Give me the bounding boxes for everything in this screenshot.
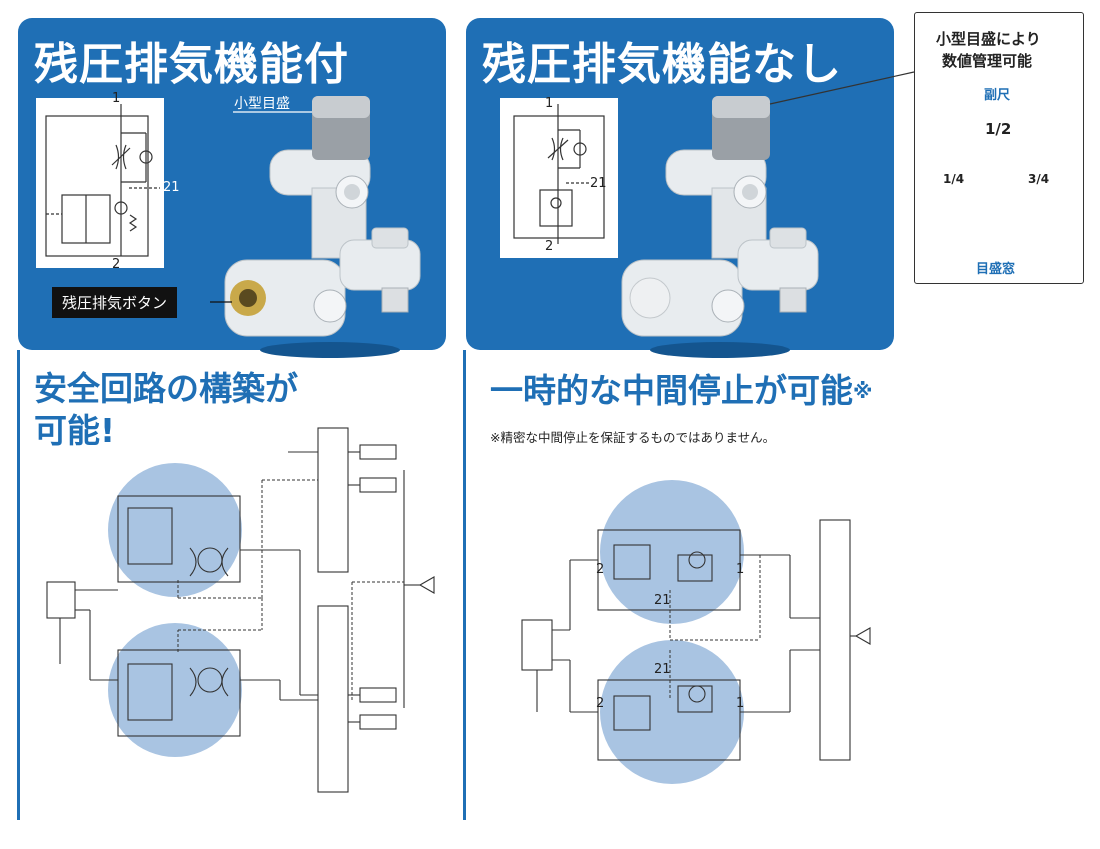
inset-pointer-line: [769, 71, 915, 105]
circuit-top-port-1: 1: [736, 562, 745, 577]
left-port-21: 21: [163, 180, 180, 195]
left-speed-controller-symbol: [45, 104, 160, 257]
circuit-bottom-port-21: 21: [654, 662, 671, 677]
right-product-illustration: [621, 96, 819, 358]
right-port-2: 2: [545, 239, 554, 254]
circuit-top-port-2: 2: [596, 562, 605, 577]
left-symbol-box: [36, 98, 164, 268]
right-feature-heading-text: 一時的な中間停止が可能: [490, 371, 853, 410]
inset-window-label: 目盛窓: [976, 262, 1016, 277]
left-safety-circuit: [46, 427, 435, 793]
right-feature-note: ※精密な中間停止を保証するものではありません。: [490, 430, 776, 445]
right-symbol-box: [500, 98, 618, 258]
circuit-bottom-port-2: 2: [596, 696, 605, 711]
inset-mark-three-quarter: 3/4: [1028, 172, 1050, 186]
left-feature-heading-1: 安全回路の構築が: [34, 369, 298, 408]
circuit-top-port-21: 21: [654, 593, 671, 608]
inset-mark-quarter: 1/4: [943, 172, 965, 186]
left-product-illustration: [224, 96, 421, 358]
inset-title-line2: 数値管理可能: [942, 52, 1033, 70]
inset-mark-zero: 0: [993, 209, 1003, 224]
right-mid-stop-circuit: [521, 480, 871, 784]
left-port-1: 1: [112, 91, 121, 106]
left-panel-title: 残圧排気機能付: [34, 39, 349, 90]
section-divider: [463, 350, 466, 820]
inset-title-line1: 小型目盛により: [936, 30, 1041, 48]
right-port-21: 21: [590, 176, 607, 191]
left-port-2: 2: [112, 257, 121, 272]
exhaust-button-label: 残圧排気ボタン: [52, 287, 178, 318]
right-feature-heading-mark: ※: [853, 379, 873, 403]
left-border-line: [17, 350, 20, 820]
right-panel-title: 残圧排気機能なし: [482, 39, 842, 90]
scale-callout-label: 小型目盛: [234, 96, 290, 112]
right-port-1: 1: [545, 96, 554, 111]
right-feature-heading: 一時的な中間停止が可能※: [490, 370, 872, 412]
right-speed-controller-symbol: [513, 104, 605, 244]
circuit-bottom-port-1: 1: [736, 696, 745, 711]
inset-mark-half: 1/2: [985, 120, 1012, 138]
inset-sub-scale-label: 副尺: [984, 88, 1011, 103]
left-feature-heading-2: 可能!: [34, 411, 116, 450]
scale-inset: [914, 12, 1084, 284]
